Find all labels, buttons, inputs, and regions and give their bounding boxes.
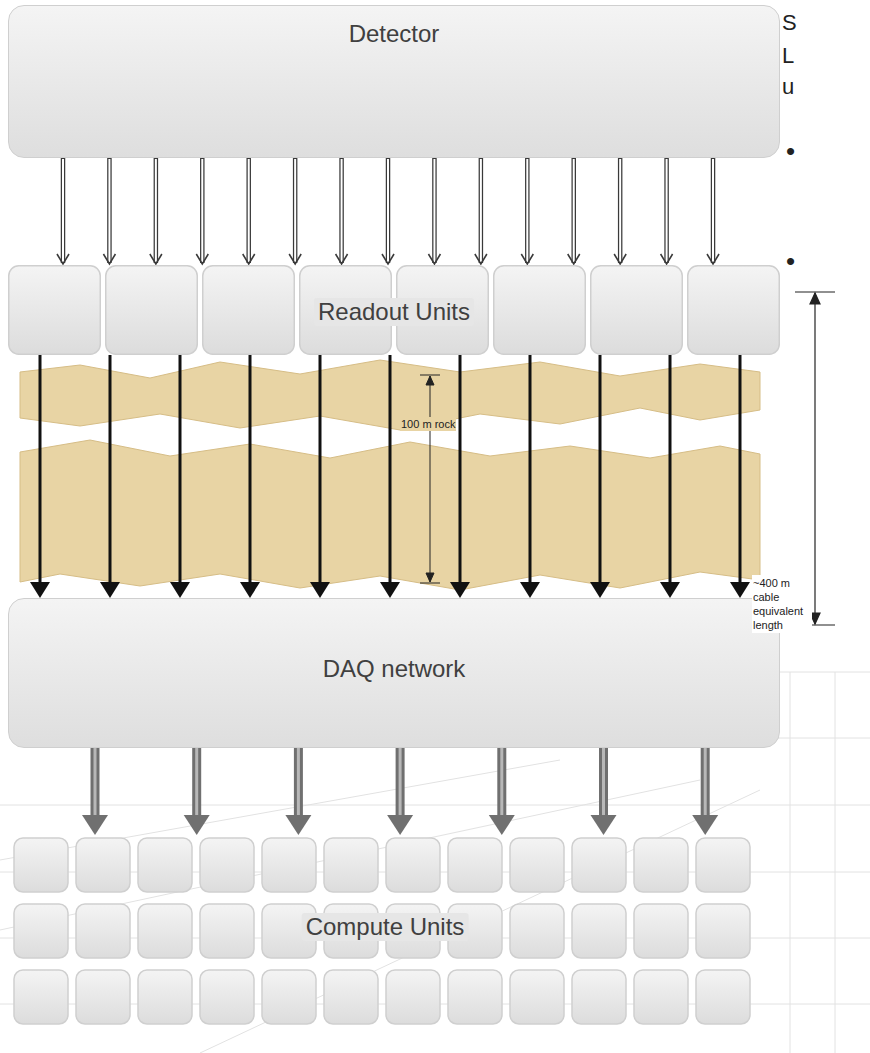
compute-unit [76,838,130,892]
data-flow-arrow [240,355,260,598]
compute-grid: Compute Units [0,835,770,1053]
compute-unit [448,970,502,1024]
data-flow-arrow [30,355,50,598]
dimension-label: ~400 m cable equivalent length [752,575,812,633]
compute-unit [572,904,626,958]
data-flow-arrow [707,158,719,264]
compute-unit [200,970,254,1024]
compute-unit [200,838,254,892]
data-flow-arrow [310,355,330,598]
data-flow-arrow [660,355,680,598]
compute-unit [138,970,192,1024]
compute-unit [14,838,68,892]
data-flow-arrow [336,158,348,264]
data-flow-arrow [590,355,610,598]
data-flow-arrow [289,158,301,264]
data-flow-arrow [591,748,617,835]
readout-unit [106,266,198,355]
data-flow-arrow [661,158,673,264]
compute-unit [510,904,564,958]
data-flow-arrow [489,748,515,835]
data-flow-arrow [382,158,394,264]
data-flow-arrow [170,355,190,598]
compute-unit [200,904,254,958]
dimension-label: 100 m rock [400,417,456,431]
readout-unit [591,266,683,355]
compute-unit [76,904,130,958]
readout-unit [494,266,586,355]
compute-unit [696,838,750,892]
node-title: Readout Units [314,298,474,326]
data-flow-arrow [285,748,311,835]
compute-unit [386,970,440,1024]
bullet: • [786,136,795,167]
compute-unit [448,838,502,892]
data-flow-arrow [196,158,208,264]
data-flow-arrow [387,748,413,835]
data-flow-arrow [184,748,210,835]
compute-unit [572,838,626,892]
node-title: Detector [349,20,440,48]
compute-unit [572,970,626,1024]
cut-off-text: S [782,10,797,36]
detector-box: Detector [8,5,780,158]
readout-row: Readout Units [8,265,780,355]
compute-unit [324,838,378,892]
compute-unit [510,838,564,892]
bullet: • [786,246,795,277]
compute-unit [138,838,192,892]
compute-unit [262,838,316,892]
cut-off-text: u [782,74,794,100]
data-flow-arrow [243,158,255,264]
compute-unit [262,970,316,1024]
readout-unit [688,266,780,355]
compute-unit [138,904,192,958]
data-flow-arrow [450,355,470,598]
compute-unit [510,970,564,1024]
data-flow-arrow [57,158,69,264]
data-flow-arrow [100,355,120,598]
compute-unit [696,904,750,958]
readout-unit [203,266,295,355]
compute-unit [324,970,378,1024]
compute-unit [634,970,688,1024]
data-flow-arrow [103,158,115,264]
compute-unit [696,970,750,1024]
compute-unit [76,970,130,1024]
compute-unit [386,838,440,892]
data-flow-arrow [428,158,440,264]
data-flow-arrow [614,158,626,264]
readout-unit [9,266,101,355]
compute-unit [634,904,688,958]
compute-unit [14,970,68,1024]
data-flow-arrow [475,158,487,264]
data-flow-arrow [150,158,162,264]
data-flow-arrow [82,748,108,835]
node-title: DAQ network [323,655,466,683]
data-flow-arrow [520,355,540,598]
data-flow-arrow [521,158,533,264]
data-flow-arrow [692,748,718,835]
daq-network-box: DAQ network [8,598,780,748]
node-title: Compute Units [302,913,469,941]
compute-unit [634,838,688,892]
data-flow-arrow [568,158,580,264]
compute-unit-boxes [0,835,770,1053]
data-flow-arrow [730,355,750,598]
compute-unit [14,904,68,958]
data-flow-arrow [380,355,400,598]
rock-dimension [420,375,440,583]
cut-off-text: L [782,43,794,69]
